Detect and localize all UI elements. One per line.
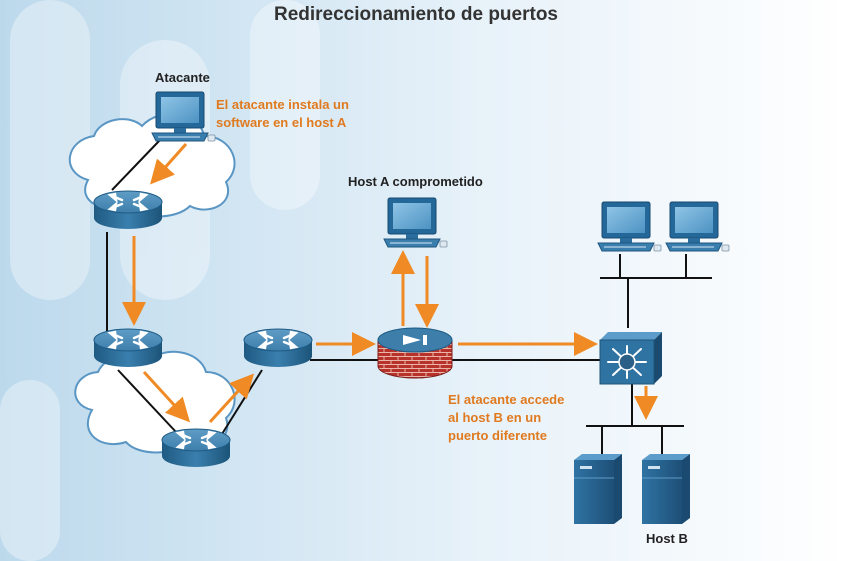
note-line: El atacante accede [448,392,565,407]
note-line: software en el host A [216,115,347,130]
network-links [106,139,712,456]
multilayer-switch-icon [599,332,662,385]
flow-arrow [150,143,188,185]
flow-arrow [208,373,255,424]
router-icon [242,327,314,369]
host-b-server-icon [641,453,691,525]
note-line: puerto diferente [448,428,547,443]
host-a-label: Host A comprometido [348,174,483,189]
router-icon [160,427,232,469]
server-icon [573,453,623,525]
attack-flow-arrows [122,143,658,424]
install-software-note: El atacante instala un software en el ho… [216,96,349,132]
attacker-label: Atacante [155,70,210,85]
router-icon [92,327,164,369]
diagram-title: Redireccionamiento de puertos [273,4,558,25]
flow-arrow [142,370,191,423]
router-icon [92,189,164,231]
host-b-label: Host B [646,531,688,546]
access-host-b-note: El atacante accede al host B en un puert… [448,391,564,445]
firewall-icon [377,327,453,379]
note-line: al host B en un [448,410,542,425]
note-line: El atacante instala un [216,97,349,112]
